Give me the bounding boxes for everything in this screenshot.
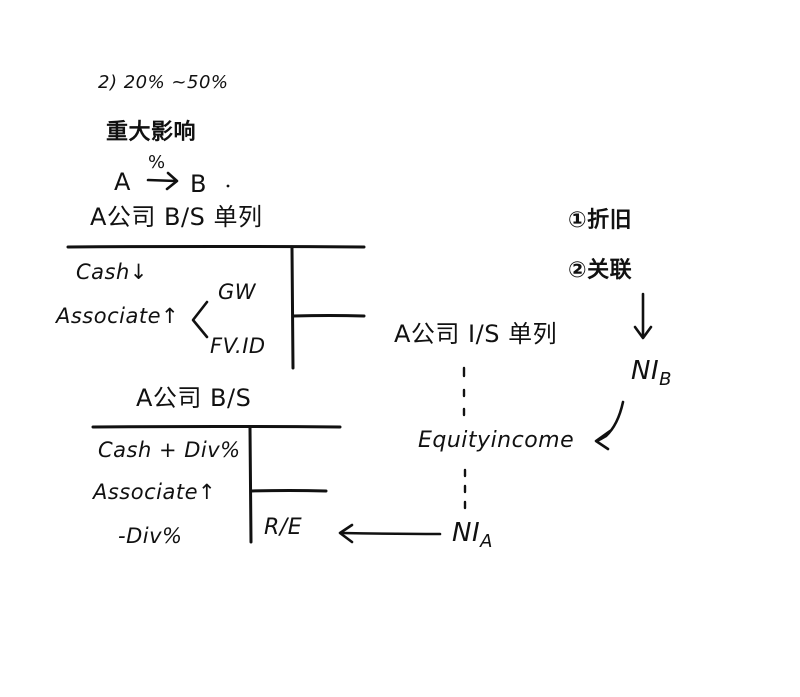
equity-income: Equityincome: [418, 428, 575, 453]
stray-dot: [226, 184, 230, 188]
is-single-title: A公司 I/S 单列: [394, 320, 558, 348]
bs-group-cash: Cash + Div%: [98, 438, 241, 462]
ni-a-subscript: A: [480, 531, 493, 553]
ni-b-subscript: B: [659, 369, 672, 391]
ni-a-text: NI: [452, 518, 481, 548]
a-to-b-arrow: [146, 171, 179, 191]
bs-group-associate: Associate↑: [93, 480, 217, 504]
nib-to-equity-income-arrow: [594, 400, 625, 451]
ni-a: NIA: [452, 520, 493, 551]
adjust-related: ②关联: [568, 258, 633, 283]
bs-single-t-account: [66, 245, 366, 370]
bs-single-fvid: FV.ID: [210, 334, 266, 358]
arrow-percent-label: %: [148, 152, 166, 173]
bs-group-div: -Div%: [118, 524, 183, 548]
dotted-connectors: [462, 366, 467, 510]
bs-single-associate: Associate↑: [56, 304, 180, 328]
adjust-to-nib-arrow: [633, 292, 653, 340]
entity-a-label: A: [114, 168, 131, 196]
bs-group-t-account: [91, 425, 342, 544]
bs-single-brace: [191, 300, 209, 339]
bs-single-cash: Cash↓: [76, 260, 148, 284]
nia-to-re-arrow: [338, 523, 442, 544]
significant-influence-label: 重大影响: [106, 120, 197, 145]
adjust-depreciation: ①折旧: [568, 208, 633, 233]
bs-single-title: A公司 B/S 单列: [90, 203, 263, 231]
bs-group-re: R/E: [264, 515, 303, 540]
bs-single-gw: GW: [218, 280, 257, 304]
bs-group-title: A公司 B/S: [136, 384, 252, 412]
ni-b: NIB: [631, 358, 672, 389]
case-label: 2) 20% ~50%: [98, 72, 229, 93]
ni-b-text: NI: [631, 356, 660, 386]
entity-b-label: B: [190, 170, 207, 198]
